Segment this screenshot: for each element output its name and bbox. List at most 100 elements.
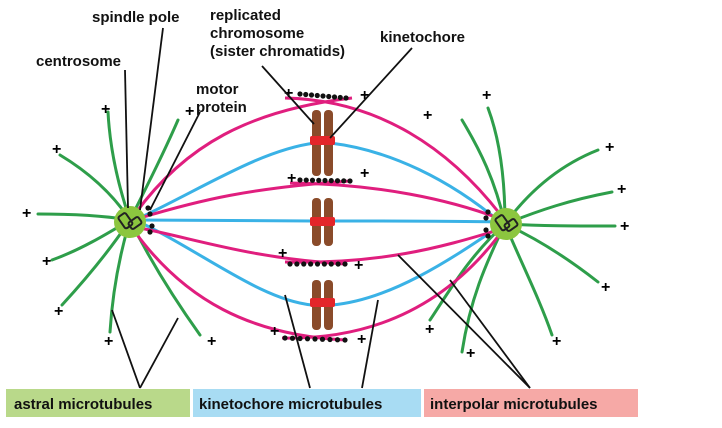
plus-end-sign: + [54, 303, 63, 320]
legend-kinetochore: kinetochore microtubules [199, 396, 382, 413]
motor-protein-dot [282, 335, 288, 341]
motor-protein-dot [334, 178, 341, 184]
motor-protein-dot [308, 261, 314, 267]
plus-end-sign: + [52, 141, 61, 158]
plus-end-sign: + [270, 323, 279, 340]
motor-protein-dot [312, 336, 318, 342]
motor-protein-dot [309, 177, 316, 183]
legend-astral-box [6, 389, 190, 417]
motor-protein-dot [314, 261, 321, 267]
plus-end-sign: + [354, 257, 363, 274]
kinetochore-mark [310, 298, 335, 307]
motor-protein-dot [328, 261, 334, 267]
motor-protein-dot [343, 95, 349, 101]
plus-end-sign: + [552, 333, 561, 350]
chromosome [310, 280, 335, 330]
interpolar-microtubules [133, 96, 502, 342]
plus-end-sign: + [185, 103, 194, 120]
chromosome [310, 110, 335, 176]
pole-motor-dots [145, 205, 491, 239]
interpolar-mt [289, 181, 499, 220]
motor-protein-dot [334, 337, 341, 343]
motor-protein-dot [342, 261, 348, 267]
motor-protein-dot [326, 93, 332, 100]
astral-mt [503, 222, 554, 337]
plus-end-sign: + [601, 279, 610, 296]
leader-lines [111, 27, 531, 389]
motor-protein-dot [314, 92, 320, 99]
motor-proteins [282, 91, 353, 343]
motor-protein-dot [303, 177, 309, 183]
plus-end-sign: + [287, 170, 296, 187]
motor-protein-dot [287, 261, 293, 267]
motor-protein-dot [328, 178, 334, 184]
motor-protein-dot [294, 261, 300, 267]
centrosome-left [114, 206, 146, 238]
label-replicated-3: (sister chromatids) [210, 43, 345, 60]
motor-protein-dot [331, 94, 338, 100]
label-spindle-pole: spindle pole [92, 9, 180, 26]
kinetochore-mark [310, 217, 335, 226]
motor-protein-dot [297, 91, 303, 97]
plus-end-sign: + [42, 253, 51, 270]
plus-end-sign: + [207, 333, 216, 350]
interpolar-mt [281, 233, 502, 340]
label-replicated-1: replicated [210, 7, 281, 24]
plus-end-sign: + [101, 101, 110, 118]
label-motor: motor [196, 81, 239, 98]
plus-end-sign: + [617, 181, 626, 198]
kinetochore-mt [329, 141, 501, 224]
plus-end-sign: + [104, 333, 113, 350]
legend-interpolar: interpolar microtubules [430, 396, 598, 413]
kinetochore-mark [310, 136, 335, 145]
plus-end-sign: + [605, 139, 614, 156]
legend-kinetochore-box [193, 389, 421, 417]
motor-protein-dot [320, 93, 326, 99]
plus-ends: +++++++++++++++++++++++++ [22, 85, 629, 362]
plus-end-sign: + [482, 87, 491, 104]
legend-astral: astral microtubules [14, 396, 152, 413]
motor-protein-dot [342, 337, 348, 343]
plus-end-sign: + [360, 165, 369, 182]
legend-interpolar-box [424, 389, 638, 417]
label-kinetochore: kinetochore [380, 29, 465, 46]
motor-protein-dot [337, 94, 343, 101]
centrosome-right [490, 208, 522, 240]
motor-protein-dot [316, 177, 322, 183]
label-protein: protein [196, 99, 247, 116]
motor-protein-dot [297, 177, 303, 183]
motor-protein-dot [301, 261, 307, 267]
motor-protein-dot [289, 335, 296, 341]
legend: astral microtubules kinetochore microtub… [6, 389, 638, 417]
replicated-chromosomes [310, 110, 335, 330]
kinetochore-mt [134, 141, 316, 222]
astral-mt [503, 148, 600, 226]
motor-protein-dot [347, 178, 353, 184]
plus-end-sign: + [620, 218, 629, 235]
plus-end-sign: + [278, 245, 287, 262]
interpolar-mt [284, 96, 502, 215]
plus-end-sign: + [357, 331, 366, 348]
astral-mt [486, 106, 507, 226]
motor-protein-dot [308, 92, 315, 98]
plus-end-sign: + [423, 107, 432, 124]
motor-protein-dot [303, 91, 309, 98]
motor-protein-dot [322, 177, 328, 184]
motor-protein-dot [327, 336, 333, 343]
motor-protein-dot [304, 336, 311, 342]
plus-end-sign: + [466, 345, 475, 362]
plus-end-sign: + [22, 205, 31, 222]
motor-protein-dot [341, 178, 347, 184]
interpolar-mt [133, 96, 353, 215]
motor-protein-dot [319, 336, 326, 342]
kinetochore-mt [331, 219, 501, 224]
chromosome [310, 198, 335, 246]
label-replicated-2: chromosome [210, 25, 304, 42]
motor-protein-dot [321, 261, 327, 267]
motor-protein-dot [297, 335, 303, 342]
plus-end-sign: + [425, 321, 434, 338]
plus-end-sign: + [360, 87, 369, 104]
kinetochore-mt [134, 218, 313, 223]
motor-protein-dot [335, 261, 341, 267]
